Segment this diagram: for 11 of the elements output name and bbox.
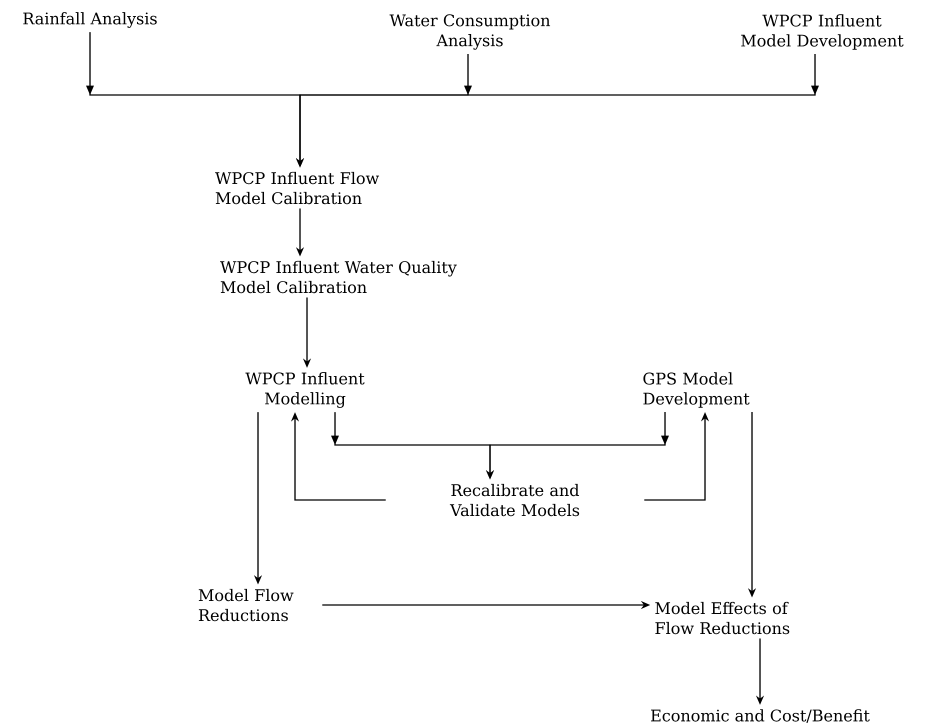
step-label: WPCP Influent Flow Model Calibration bbox=[215, 172, 380, 204]
step-label: Model Flow Reductions bbox=[198, 588, 294, 622]
step-label: Water Consumption Analysis bbox=[390, 14, 550, 50]
step-label: Rainfall Analysis bbox=[23, 12, 157, 28]
step-label: WPCP Influent Water Quality Model Calibration bbox=[220, 260, 457, 294]
step-label: GPS Model Development bbox=[643, 372, 750, 408]
step-label: WPCP Influent Modelling bbox=[245, 372, 365, 408]
step-label: Model Effects of Flow Reductions bbox=[655, 602, 790, 634]
step-label: Recalibrate and Validate Models bbox=[450, 484, 580, 516]
step-label: WPCP Influent Model Development bbox=[741, 14, 904, 50]
step-label: Economic and Cost/Benefit bbox=[651, 709, 870, 723]
